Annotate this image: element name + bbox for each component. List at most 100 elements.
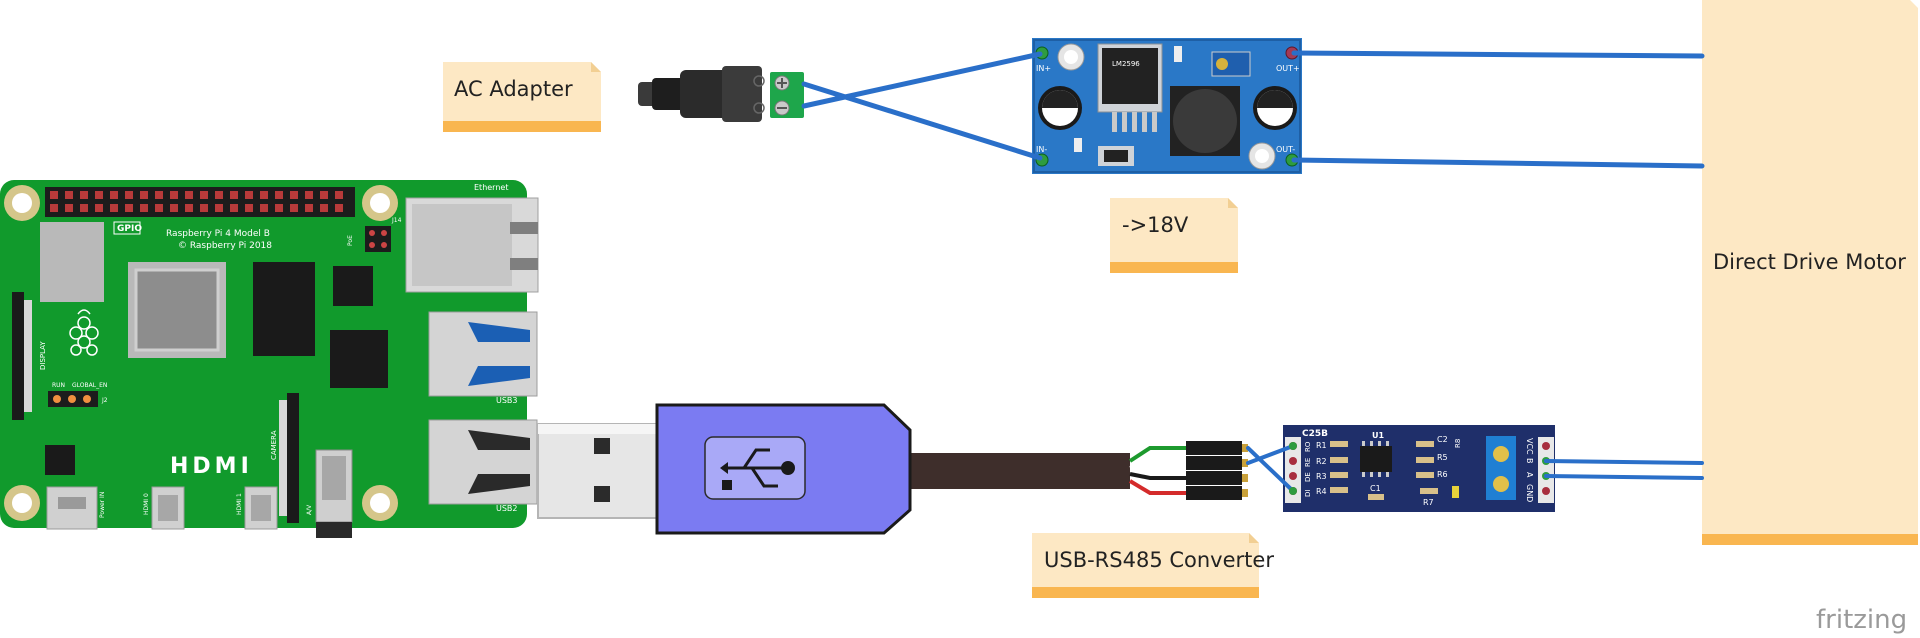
gpio-pin — [185, 191, 193, 199]
rs485-gnd-label: GND — [1525, 484, 1534, 502]
note-converter-text: USB-RS485 Converter — [1044, 548, 1274, 572]
note-voltage: ->18V — [1110, 198, 1238, 273]
wire-a-to-motor — [1544, 474, 1704, 480]
rs485-r7-label: R7 — [1423, 498, 1434, 507]
gpio-pin — [215, 191, 223, 199]
hdmi0-label: HDMI 0 — [143, 493, 150, 515]
rs485-r6-label: R6 — [1437, 470, 1448, 479]
rs485-di-label: DI — [1304, 490, 1312, 497]
j2-label: J2 — [101, 397, 108, 404]
gpio-pin — [140, 191, 148, 199]
buck-converter-board: LM2596 IN+ IN- OUT+ OUT- — [1032, 38, 1302, 174]
gpio-pin — [95, 204, 103, 212]
gpio-pin — [230, 204, 238, 212]
gpio-pin — [80, 204, 88, 212]
wire-out-plus-to-motor — [1291, 50, 1705, 59]
rs485-r1-label: R1 — [1316, 441, 1327, 450]
power-wires — [801, 50, 1705, 169]
note-voltage-text: ->18V — [1122, 213, 1189, 237]
gpio-pin — [170, 191, 178, 199]
gpio-pin — [125, 204, 133, 212]
buck-chip-label: LM2596 — [1112, 60, 1140, 68]
gpio-pin — [305, 191, 313, 199]
camera-label: CAMERA — [270, 430, 278, 460]
gpio-pin — [230, 191, 238, 199]
rs485-vcc-label: VCC — [1525, 438, 1534, 455]
rs485-re-label: RE — [1304, 458, 1312, 467]
rs485-r2-label: R2 — [1316, 457, 1327, 466]
hdmi-label: HDMI — [170, 454, 253, 479]
usb-trident-icon — [724, 448, 786, 488]
gpio-pin — [80, 191, 88, 199]
gpio-pin — [185, 204, 193, 212]
gpio-pin — [275, 191, 283, 199]
rs485-r4-label: R4 — [1316, 487, 1327, 496]
gpio-pin — [125, 191, 133, 199]
ethernet-label: Ethernet — [474, 183, 508, 192]
gpio-pin — [290, 204, 298, 212]
rs485-c1-label: C1 — [1370, 484, 1381, 493]
gpio-pin — [110, 191, 118, 199]
gpio-pin — [275, 204, 283, 212]
j14-label: J14 — [391, 217, 402, 224]
rs485-r5-label: R5 — [1437, 453, 1448, 462]
raspberry-logo-icon — [69, 309, 99, 356]
note-ac-adapter-text: AC Adapter — [454, 77, 573, 101]
gpio-pin — [320, 204, 328, 212]
dc-barrel-jack — [638, 66, 804, 122]
global-en-label: GLOBAL_EN — [72, 382, 107, 389]
wire-rx-to-di — [1246, 446, 1295, 493]
note-motor-text: Direct Drive Motor — [1713, 250, 1906, 274]
gpio-pin — [305, 204, 313, 212]
wire-tx-to-ro — [1246, 444, 1295, 465]
gpio-pin — [260, 191, 268, 199]
poe-label: PoE — [347, 235, 354, 246]
gpio-pin — [50, 204, 58, 212]
rs485-de-label: DE — [1304, 472, 1312, 482]
wire-out-minus-to-motor — [1291, 157, 1705, 169]
hdmi1-label: HDMI 1 — [236, 493, 243, 515]
gpio-header-pins — [50, 191, 343, 212]
buck-out-plus-label: OUT+ — [1276, 64, 1300, 73]
raspberry-pi-board: GPIO Raspberry Pi 4 Model B © Raspberry … — [0, 180, 539, 538]
gpio-pin — [155, 191, 163, 199]
rs485-b-label: B — [1525, 458, 1534, 464]
rs485-a-label: A — [1525, 472, 1534, 478]
pi-model-label: Raspberry Pi 4 Model B — [166, 229, 270, 239]
gpio-pin — [95, 191, 103, 199]
buck-in-plus-label: IN+ — [1036, 64, 1051, 73]
usb2-label: USB2 — [496, 504, 518, 513]
rs485-c2-label: C2 — [1437, 435, 1448, 444]
run-label: RUN — [52, 382, 65, 389]
gpio-pin — [335, 204, 343, 212]
wire-jack-to-in-plus — [801, 51, 1043, 109]
buck-out-minus-label: OUT- — [1276, 145, 1295, 154]
rs485-u1-label: U1 — [1372, 431, 1384, 440]
rs485-r8-label: R8 — [1454, 439, 1462, 448]
usb3-label: USB3 — [496, 396, 518, 405]
gpio-pin — [50, 191, 58, 199]
gpio-pin — [215, 204, 223, 212]
gpio-label: GPIO — [117, 224, 142, 234]
gpio-pin — [245, 191, 253, 199]
pi-copyright-label: © Raspberry Pi 2018 — [178, 241, 272, 251]
av-label: A/V — [306, 504, 313, 515]
rs485-board: C25B U1 RO RE DE DI R1 R2 R3 R4 C1 C2 R5… — [1283, 425, 1555, 512]
usb-rs485-cable — [537, 403, 1248, 535]
rs485-r3-label: R3 — [1316, 472, 1327, 481]
gpio-pin — [245, 204, 253, 212]
buck-in-minus-label: IN- — [1036, 145, 1047, 154]
gpio-pin — [65, 204, 73, 212]
display-label: DISPLAY — [39, 341, 47, 370]
note-motor: Direct Drive Motor — [1702, 0, 1918, 545]
gpio-pin — [335, 191, 343, 199]
note-ac-adapter: AC Adapter — [443, 62, 601, 132]
gpio-pin — [65, 191, 73, 199]
signal-wires — [1246, 444, 1704, 493]
wire-jack-to-in-minus — [801, 81, 1043, 161]
gpio-pin — [260, 204, 268, 212]
rs485-c25b-label: C25B — [1302, 429, 1328, 439]
gpio-pin — [110, 204, 118, 212]
gpio-pin — [200, 204, 208, 212]
